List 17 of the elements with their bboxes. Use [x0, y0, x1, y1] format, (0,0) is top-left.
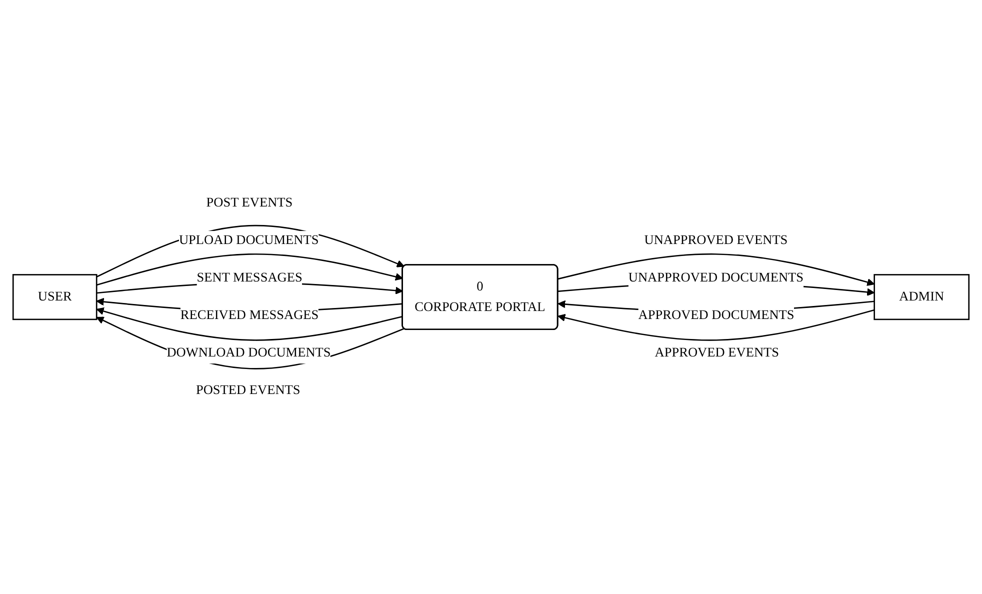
arrow — [96, 254, 404, 286]
edge-label: POST EVENTS — [206, 196, 293, 210]
edge-label: UNAPPROVED EVENTS — [644, 234, 788, 248]
arrow — [96, 308, 403, 341]
edge-label: APPROVED DOCUMENTS — [638, 308, 794, 323]
edge-label: UPLOAD DOCUMENTS — [178, 234, 319, 248]
node-box — [874, 274, 970, 320]
arrow — [558, 310, 875, 342]
edge-label: DOWNLOAD DOCUMENTS — [166, 346, 331, 360]
arrow — [558, 254, 875, 286]
data-flow-diagram: POST EVENTS UPLOAD DOCUMENTS SENT MESSAGES RECEIVED MESSAGES DOWNLOAD DOCUMENTS POSTED EVENTS UNAPPROVED EVENTS UNAPPROVED DOCUMENTS APPROVED DOCUMENTS APPROVED EVENTS USER ADMIN 0 CORPORATE PORTAL — [6, 186, 976, 408]
edge-label: POSTED EVENTS — [196, 383, 300, 398]
edge-label: RECEIVED MESSAGES — [180, 308, 319, 323]
node-box — [12, 274, 98, 320]
edge-label: SENT MESSAGES — [196, 271, 302, 286]
edge-label: UNAPPROVED DOCUMENTS — [628, 271, 804, 286]
edge-label: APPROVED EVENTS — [654, 346, 780, 360]
